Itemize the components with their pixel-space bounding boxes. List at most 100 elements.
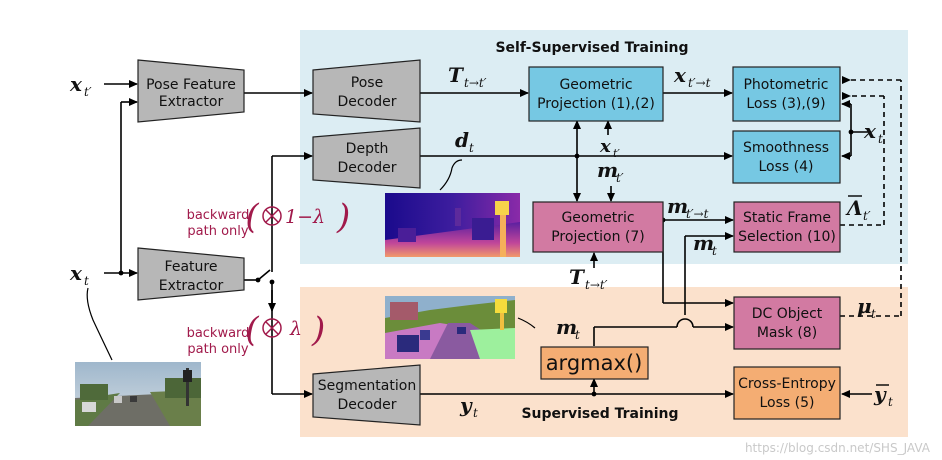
symbol-m-tprime-to-t: m t′→t <box>667 194 709 221</box>
svg-text:t: t <box>712 244 717 258</box>
symbol-x-tprime-input: x t′ <box>69 72 92 99</box>
svg-text:x: x <box>599 136 611 157</box>
svg-text:x: x <box>673 63 687 87</box>
symbol-d-t: d t <box>455 128 474 155</box>
svg-text:t: t <box>84 274 89 288</box>
smoothness-loss-box: Smoothness Loss (4) <box>732 130 841 184</box>
cross-entropy-loss-box: Cross-Entropy Loss (5) <box>733 366 841 420</box>
geometric-projection-box: Geometric Projection (1),(2) <box>528 66 664 122</box>
svg-text:DC Object: DC Object <box>752 306 823 322</box>
svg-text:Photometric: Photometric <box>743 77 828 93</box>
svg-text:1−λ: 1−λ <box>285 206 325 228</box>
feature-extractor: Feature Extractor <box>137 247 245 301</box>
svg-text:): ) <box>336 197 350 237</box>
svg-text:Decoder: Decoder <box>338 397 397 413</box>
symbol-mu-t: μ t <box>857 294 876 321</box>
symbol-m-t-static: m t <box>693 231 717 258</box>
svg-text:argmax(): argmax() <box>546 351 643 375</box>
svg-text:t: t <box>888 395 893 409</box>
svg-text:t: t <box>878 132 883 146</box>
svg-text:Pose: Pose <box>351 75 383 91</box>
svg-text:): ) <box>311 310 325 350</box>
svg-text:path only: path only <box>187 224 248 239</box>
input-photo-thumbnail <box>75 362 201 426</box>
lower-gradient-gate: backward path only ( λ ) <box>187 310 326 357</box>
segmentation-decoder: Segmentation Decoder <box>312 364 421 426</box>
svg-text:(: ( <box>245 197 259 237</box>
symbol-m-t-argmax: m t <box>556 315 580 342</box>
svg-text:t′→t: t′→t <box>688 76 711 90</box>
svg-text:Loss (3),(9): Loss (3),(9) <box>746 96 825 112</box>
svg-text:Extractor: Extractor <box>159 94 224 110</box>
geometric-projection-7-box: Geometric Projection (7) <box>532 201 664 253</box>
svg-text:x: x <box>69 72 83 96</box>
svg-text:Cross-Entropy: Cross-Entropy <box>738 376 836 392</box>
svg-text:Depth: Depth <box>346 141 389 157</box>
svg-text:path only: path only <box>187 342 248 357</box>
svg-text:t: t <box>469 141 474 155</box>
symbol-T-t-to-tprime: T t→t′ <box>448 63 487 90</box>
symbol-m-tprime: m t′ <box>597 158 624 185</box>
static-frame-selection-box: Static Frame Selection (10) <box>733 201 841 253</box>
upper-gradient-gate: backward path only ( 1−λ ) <box>187 197 351 239</box>
symbol-x-t-input: x t <box>69 261 89 288</box>
watermark: https://blog.csdn.net/SHS_JAVA <box>745 441 931 455</box>
svg-text:Loss (4): Loss (4) <box>759 159 814 175</box>
svg-text:Projection (1),(2): Projection (1),(2) <box>537 96 655 112</box>
svg-text:Segmentation: Segmentation <box>318 378 416 394</box>
svg-text:Pose Feature: Pose Feature <box>146 77 236 93</box>
symbol-lambda-bar-tprime: Λ t′ <box>845 195 871 223</box>
svg-text:t→t′: t→t′ <box>585 278 608 292</box>
svg-text:t→t′: t→t′ <box>464 76 487 90</box>
svg-text:m: m <box>693 231 714 255</box>
svg-text:Projection (7): Projection (7) <box>551 229 645 245</box>
argmax-box: argmax() <box>540 346 649 380</box>
svg-text:Decoder: Decoder <box>338 94 397 110</box>
svg-text:Mask (8): Mask (8) <box>757 325 817 341</box>
svg-text:Loss (5): Loss (5) <box>760 395 815 411</box>
svg-text:t′→t: t′→t <box>686 207 709 221</box>
svg-text:m: m <box>667 194 688 218</box>
symbol-y-bar-t: y t <box>873 382 893 409</box>
svg-text:μ: μ <box>857 294 872 318</box>
svg-text:Feature: Feature <box>165 259 218 275</box>
depth-decoder: Depth Decoder <box>312 127 421 189</box>
svg-text:T: T <box>569 265 586 289</box>
pose-feature-extractor: Pose Feature Extractor <box>137 59 245 123</box>
otimes-icon <box>262 318 282 338</box>
svg-text:Λ: Λ <box>845 196 863 220</box>
depth-map-thumbnail <box>385 193 520 257</box>
svg-text:t′: t′ <box>616 171 624 185</box>
svg-text:Geometric: Geometric <box>559 77 632 93</box>
svg-text:backward: backward <box>187 208 250 223</box>
svg-text:y: y <box>459 393 473 417</box>
svg-text:Decoder: Decoder <box>338 160 397 176</box>
svg-text:t′: t′ <box>613 147 620 160</box>
svg-text:Geometric: Geometric <box>561 210 634 226</box>
symbol-x-t-losses: x t <box>863 119 883 146</box>
symbol-y-t: y t <box>459 393 478 420</box>
svg-text:x: x <box>69 261 83 285</box>
svg-text:t: t <box>871 307 876 321</box>
svg-text:m: m <box>556 315 577 339</box>
pose-decoder: Pose Decoder <box>312 59 421 123</box>
svg-text:(: ( <box>245 310 259 350</box>
svg-text:d: d <box>455 128 469 152</box>
svg-text:y: y <box>873 382 887 406</box>
symbol-x-tprime-geo: x t′ <box>599 136 620 160</box>
svg-text:t: t <box>575 328 580 342</box>
symbol-T-below-projection: T t→t′ <box>569 265 608 292</box>
svg-text:backward: backward <box>187 326 250 341</box>
svg-text:λ: λ <box>289 318 302 340</box>
svg-text:t′: t′ <box>863 209 871 223</box>
svg-text:m: m <box>597 158 618 182</box>
dc-object-mask-box: DC Object Mask (8) <box>733 296 841 350</box>
self-supervised-title: Self-Supervised Training <box>495 40 688 56</box>
svg-text:Smoothness: Smoothness <box>743 140 829 156</box>
supervised-title: Supervised Training <box>521 406 678 422</box>
photometric-loss-box: Photometric Loss (3),(9) <box>732 66 841 122</box>
svg-text:t: t <box>473 406 478 420</box>
svg-text:Static Frame: Static Frame <box>743 210 831 226</box>
segmentation-thumbnail <box>385 296 515 359</box>
